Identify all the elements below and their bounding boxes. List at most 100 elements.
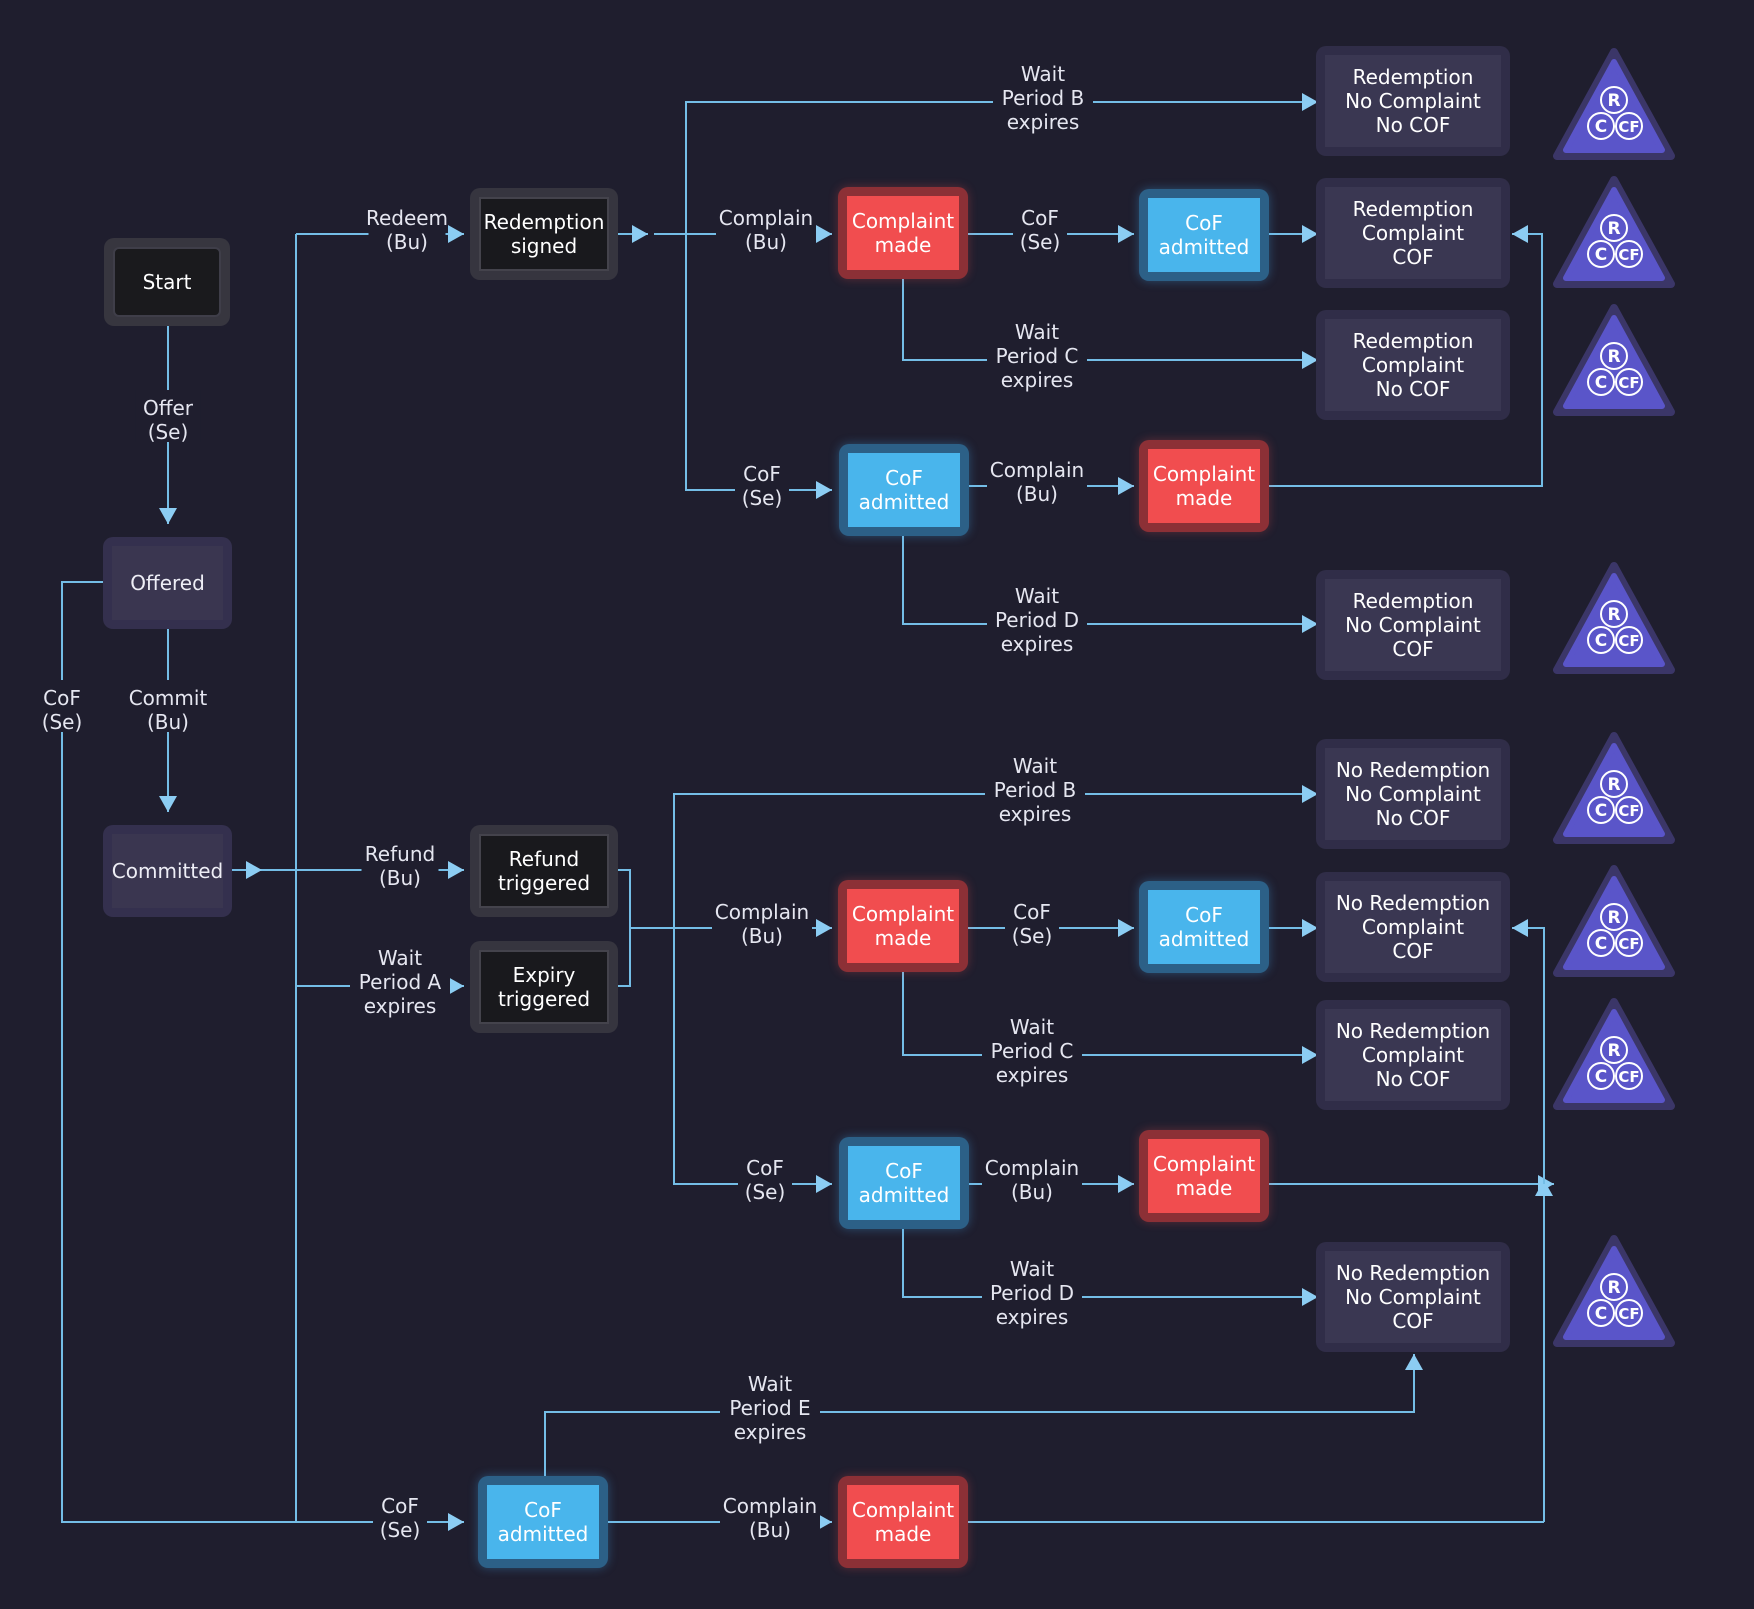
edge-label-wait_c_bot: Wait (1010, 1015, 1054, 1039)
edge-label-wait_d_bot: Wait (1010, 1257, 1054, 1281)
badge-circle-R (1600, 214, 1628, 242)
badge-letter-R: R (1607, 1278, 1620, 1298)
edge-wait-c-bot (902, 972, 1318, 1056)
edge-label-wait_d_bot: expires (996, 1305, 1069, 1329)
edge-feedback-bot-up (1512, 927, 1545, 1184)
edge-label-bg-complain_top_2 (987, 452, 1087, 504)
edge-label-wait_c_bot: Period C (991, 1039, 1074, 1063)
edge-wait-e (544, 1354, 1415, 1476)
edge-refund-arrowhead (448, 861, 464, 879)
badge-circle-C (1587, 1062, 1615, 1090)
edge-label-wait_d_top: expires (1001, 632, 1074, 656)
badge-circle-C (1587, 240, 1615, 268)
badge-letter-R: R (1607, 91, 1620, 111)
badge-circle-C (1587, 1299, 1615, 1327)
edge-complain-top-arrowhead (816, 225, 832, 243)
badge-letter-CF: CF (1618, 802, 1639, 820)
badge-circle-R (1600, 600, 1628, 628)
edge-label-offer: Offer (143, 396, 194, 420)
edge-label-bg-commit (129, 680, 207, 732)
edge-feedback-bot-arrowhead (1535, 1180, 1553, 1196)
edge-label-wait_d_top: Wait (1015, 584, 1059, 608)
edge-wait-e-arrowhead (1405, 1354, 1423, 1370)
edge-wait-a-arrowhead (448, 977, 464, 995)
node-start: Start (104, 238, 230, 326)
edge-label-bg-wait_e (720, 1366, 820, 1442)
edge-label-cof_left: CoF (43, 686, 81, 710)
badge-circle-CF (1615, 626, 1643, 654)
badge-letter-C: C (1595, 631, 1607, 651)
edge-redeem-arrowhead (448, 225, 464, 243)
edge-label-wait_e: expires (734, 1420, 807, 1444)
node-offered: Offered (103, 537, 232, 629)
edge-label-commit: (Bu) (147, 710, 189, 734)
edge-label-bg-wait_c_bot (982, 1009, 1082, 1085)
edge-label-bg-cof_left (35, 680, 89, 732)
edge-label-bg-cof_bottom (373, 1488, 427, 1540)
edge-complain-top-2-arrowhead (1118, 477, 1134, 495)
edge-label-wait_c_top: Wait (1015, 320, 1059, 344)
edge-label-cof_left: (Se) (42, 710, 83, 734)
badge-letter-R: R (1607, 219, 1620, 239)
badge-letter-CF: CF (1618, 935, 1639, 953)
edge-label-refund: (Bu) (379, 866, 421, 890)
edge-label-wait_b_bot: Wait (1013, 754, 1057, 778)
edge-label-complain_top_2: Complain (990, 458, 1084, 482)
edge-label-bg-wait_b_bot (985, 748, 1085, 824)
badge-circle-CF (1615, 368, 1643, 396)
edge-label-cof_bot_2: CoF (746, 1156, 784, 1180)
edge-wait-c-top-arrowhead (1302, 351, 1318, 369)
edge-cof-left (61, 581, 464, 1523)
edge-label-bg-wait_c_top (987, 314, 1087, 390)
badge-letter-CF: CF (1618, 118, 1639, 136)
badge-circle-CF (1615, 112, 1643, 140)
edge-label-wait_b_bot: Period B (994, 778, 1076, 802)
badge-letter-R: R (1607, 908, 1620, 928)
edge-label-bg-refund (361, 836, 439, 888)
edge-label-cof_bot_1: CoF (1013, 900, 1051, 924)
edge-complain-bot-arrowhead (816, 919, 832, 937)
badge-circle-C (1587, 796, 1615, 824)
edge-label-complain_bot: Complain (715, 900, 809, 924)
edge-label-commit: Commit (129, 686, 208, 710)
badge-circle-CF (1615, 240, 1643, 268)
badge-letter-CF: CF (1618, 1305, 1639, 1323)
edge-label-complain_bot: (Bu) (741, 924, 783, 948)
edge-cof-admitted-3-out-arrowhead (1302, 919, 1318, 937)
badge-letter-CF: CF (1618, 1068, 1639, 1086)
edge-label-complain_last: Complain (723, 1494, 817, 1518)
edge-commit-arrowhead (159, 796, 177, 812)
badge-letter-C: C (1595, 373, 1607, 393)
edge-label-wait_e: Wait (748, 1372, 792, 1396)
badge-letter-R: R (1607, 605, 1620, 625)
